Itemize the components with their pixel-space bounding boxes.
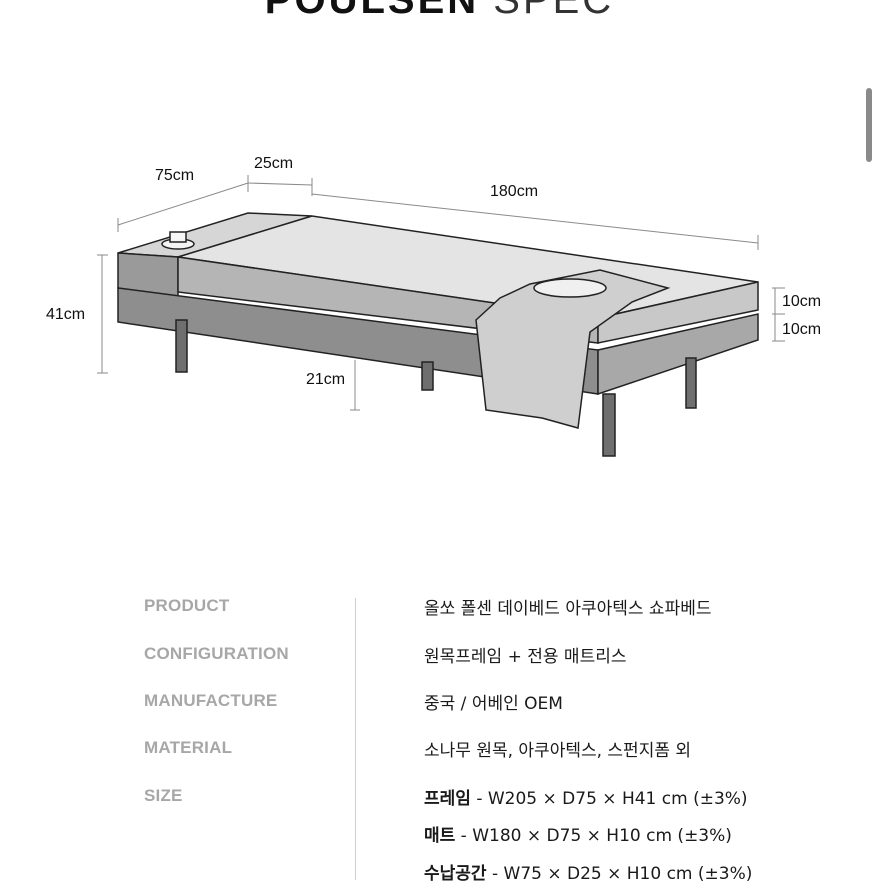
spec-label-product: PRODUCT [144,596,230,615]
cup [169,231,187,243]
leg-front-right [602,393,616,457]
spec-label-material: MATERIAL [144,738,233,757]
mattress-end [597,281,759,344]
leg-middle [421,361,434,391]
spec-label-size: SIZE [144,786,183,805]
size-mattress-value: - W180 × D75 × H10 cm (±3%) [455,826,732,846]
dimension-lines [97,175,785,411]
dim-frame-height-label: 10cm [782,321,821,338]
size-mattress: 매트 - W180 × D75 × H10 cm (±3%) [424,821,732,846]
leg-front-left [175,319,188,373]
spec-value-configuration: 원목프레임 + 전용 매트리스 [424,647,627,667]
book-tray [533,278,607,298]
title-bold: POULSEN [264,0,480,22]
scrollbar[interactable] [866,88,872,162]
spec-label-configuration: CONFIGURATION [144,644,289,663]
spec-value-manufacture: 중국 / 어베인 OEM [424,694,563,714]
spec-value-material: 소나무 원목, 아쿠아텍스, 스펀지폼 외 [424,741,692,761]
spec-value-product: 올쏘 폴센 데이베드 아쿠아텍스 쇼파베드 [424,599,712,619]
dim-mattress-height-label: 10cm [782,293,821,310]
daybed-dimension-diagram: 75cm 25cm 180cm 41cm 10cm 10cm 21cm [46,155,821,457]
size-storage-value: - W75 × D25 × H10 cm (±3%) [486,864,753,884]
throw-blanket [475,269,671,429]
spec-table: PRODUCT 올쏘 폴센 데이베드 아쿠아텍스 쇼파베드 CONFIGURAT… [0,580,879,884]
dim-length-label: 180cm [490,183,538,200]
size-frame: 프레임 - W205 × D75 × H41 cm (±3%) [424,784,748,809]
dim-depth-label: 75cm [155,167,194,184]
page-title: POULSEN SPEC [0,0,879,23]
size-mattress-name: 매트 [424,826,456,846]
leg-back-right [685,357,697,409]
size-storage: 수납공간 - W75 × D25 × H10 cm (±3%) [424,859,752,884]
size-storage-name: 수납공간 [424,864,487,884]
dim-leg-height-label: 21cm [306,371,345,388]
size-frame-value: - W205 × D75 × H41 cm (±3%) [470,789,748,809]
spec-label-manufacture: MANUFACTURE [144,691,278,710]
frame-end [597,313,759,396]
title-light: SPEC [493,0,615,22]
daybed-illustration [117,212,759,457]
size-frame-name: 프레임 [424,789,471,809]
dim-height-label: 41cm [46,306,85,323]
dim-side-table-label: 25cm [254,155,293,172]
spec-divider [355,598,356,880]
